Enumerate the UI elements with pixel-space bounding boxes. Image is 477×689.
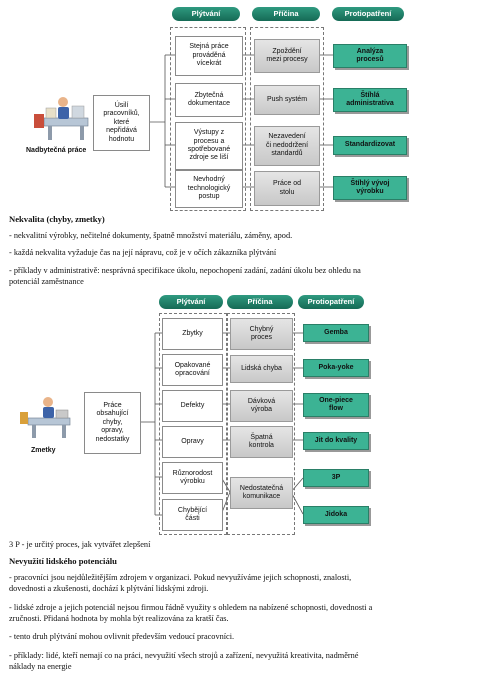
section2-line-1: - pracovníci jsou nejdůležitějším zdroje… [9, 573, 352, 582]
diagram2-header-waste: Plýtvání [159, 295, 223, 309]
section2-line-6: - příklady: lidé, kteří nemají co na prá… [9, 651, 359, 660]
section2-line-5: - tento druh plýtvání mohou ovlivnit pře… [9, 632, 235, 641]
diagram1-header-counter: Protiopatření [332, 7, 404, 21]
diagram2-person-caption: Zmetky [31, 447, 56, 454]
diagram2-waste-5: Různorodost výrobku [162, 462, 223, 494]
worker-repairing-icon [20, 397, 71, 438]
section2-line-3: - lidské zdroje a jejich potenciál nejso… [9, 603, 373, 612]
diagram1-header-waste: Plýtvání [172, 7, 240, 21]
diagram2-counter-5: 3P [303, 469, 369, 487]
diagram2-counter-4: Jit do kvality [303, 432, 369, 450]
diagram2-waste-6: Chybějící části [162, 499, 223, 531]
diagram1-waste-4: Nevhodný technologický postup [175, 170, 243, 208]
diagram1-counter-4: Štíhlý vývoj výrobku [333, 176, 407, 200]
section2-line-7: náklady na energie [9, 662, 72, 671]
diagram1-counter-1: Analýza procesů [333, 44, 407, 68]
diagram2-counter-2: Poka-yoke [303, 359, 369, 377]
diagram1-counter-3: Standardizovat [333, 136, 407, 155]
diagram1-waste-3: Výstupy z procesu a spotřebované zdroje … [175, 122, 243, 170]
diagram1-counter-2: Štíhlá administrativa [333, 88, 407, 112]
diagram2-waste-1: Zbytky [162, 318, 223, 350]
diagram2-counter-1: Gemba [303, 324, 369, 342]
section1-line-4: potenciál zaměstnance [9, 277, 84, 286]
diagram1-waste-column [170, 27, 246, 211]
diagram1-cause-1: Zpoždění mezi procesy [254, 39, 320, 73]
diagram2-cause-1: Chybný proces [230, 318, 293, 350]
section1-line-1: - nekvalitní výrobky, nečitelné dokument… [9, 231, 293, 240]
diagram2-waste-column [159, 313, 227, 535]
worker-at-desk-icon [34, 97, 89, 140]
section2-note: 3 P - je určitý proces, jak vytvářet zle… [9, 540, 151, 549]
diagram2-header-cause: Příčina [227, 295, 293, 309]
diagram1-cause-3: Nezavedení či nedodržení standardů [254, 126, 320, 166]
section1-line-3: - příklady v administrativě: nesprávná s… [9, 266, 361, 275]
diagram2-cause-column [227, 313, 295, 535]
diagram1-cause-4: Práce od stolu [254, 171, 320, 206]
diagram1-waste-1: Stejná práce prováděná vícekrát [175, 36, 243, 76]
diagram2-counter-6: Jidoka [303, 506, 369, 524]
section1-title: Nekvalita (chyby, zmetky) [9, 214, 105, 224]
diagram2-waste-4: Opravy [162, 426, 223, 458]
diagram2-center-box: Práce obsahující chyby, opravy, nedostat… [84, 392, 141, 454]
diagram2-header-counter: Protiopatření [298, 295, 364, 309]
diagram2-counter-3: One-piece flow [303, 393, 369, 417]
diagram2-cause-2: Lidská chyba [230, 355, 293, 383]
diagram1-center-box: Úsilí pracovníků, které nepřidává hodnot… [93, 95, 150, 151]
diagram1-cause-2: Push systém [254, 85, 320, 115]
diagram1-cause-column [250, 27, 324, 211]
diagram1-header-cause: Příčina [252, 7, 320, 21]
diagram1-person-caption: Nadbytečná práce [26, 147, 87, 154]
diagram2-cause-3: Dávková výroba [230, 390, 293, 422]
diagram1-waste-2: Zbytečná dokumentace [175, 83, 243, 117]
section1-line-2: - každá nekvalita vyžaduje čas na její n… [9, 248, 277, 257]
diagram2-waste-2: Opakované opracování [162, 354, 223, 386]
diagram2-cause-5: Nedostatečná komunikace [230, 477, 293, 509]
diagram2-cause-4: Špatná kontrola [230, 426, 293, 458]
diagram2-waste-3: Defekty [162, 390, 223, 422]
section2-title: Nevyužití lidského potenciálu [9, 556, 117, 566]
section2-line-2: dovednosti a zkušenosti, dochází k plýtv… [9, 584, 209, 593]
section2-line-4: zručnosti. Přidaná hodnota by mohla být … [9, 614, 229, 623]
